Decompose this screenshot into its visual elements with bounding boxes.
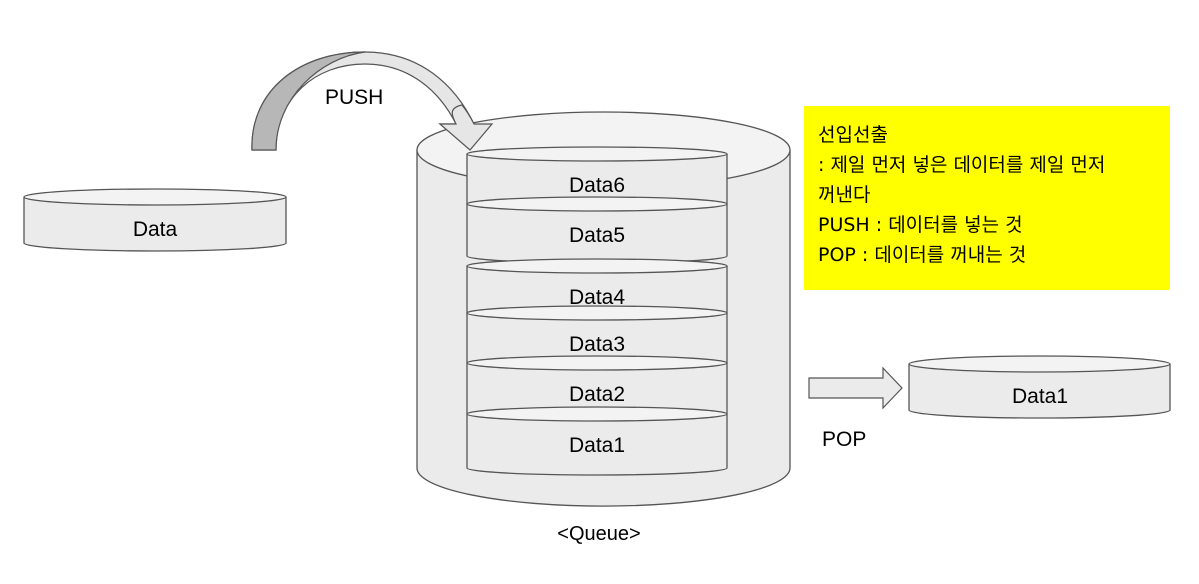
note-line-push: PUSH : 데이터를 넣는 것 [818, 214, 1023, 236]
queue-item-label: Data5 [569, 224, 625, 247]
note-line: 꺼낸다 [818, 184, 871, 206]
queue-title: <Queue> [557, 523, 640, 545]
queue-item-cylinder: Data5 [466, 196, 728, 264]
incoming-data-label: Data [133, 218, 178, 241]
queue-item-top [466, 355, 728, 371]
incoming-data-cylinder: Data [23, 188, 287, 252]
queue-item-top [466, 196, 728, 212]
push-label: PUSH [325, 86, 383, 109]
queue-item-top [466, 305, 728, 321]
pop-arrow [808, 366, 903, 410]
queue-item-label: Data4 [569, 286, 625, 309]
popped-data-label: Data1 [1012, 385, 1068, 408]
queue-item-top [466, 406, 728, 422]
queue-item-label: Data6 [569, 174, 625, 197]
popped-data-cylinder: Data1 [908, 355, 1171, 419]
pop-label: POP [822, 428, 866, 451]
queue-item-cylinder: Data2 [466, 355, 728, 422]
queue-item-label: Data3 [569, 333, 625, 356]
fifo-note: 선입선출 : 제일 먼저 넣은 데이터를 제일 먼저 꺼낸다 PUSH : 데이… [804, 106, 1170, 290]
queue-item-cylinder: Data1 [466, 406, 728, 476]
push-arrowhead [438, 104, 494, 151]
queue-item-label: Data2 [569, 383, 625, 406]
queue-item-body [466, 414, 728, 476]
queue-item-label: Data1 [569, 434, 625, 457]
note-line: : 제일 먼저 넣은 데이터를 제일 먼저 [818, 154, 1106, 176]
queue-item-top [466, 146, 728, 162]
note-line-pop: POP : 데이터를 꺼내는 것 [818, 244, 1027, 266]
note-line-title: 선입선출 [818, 124, 888, 146]
queue-item-top [466, 258, 728, 274]
